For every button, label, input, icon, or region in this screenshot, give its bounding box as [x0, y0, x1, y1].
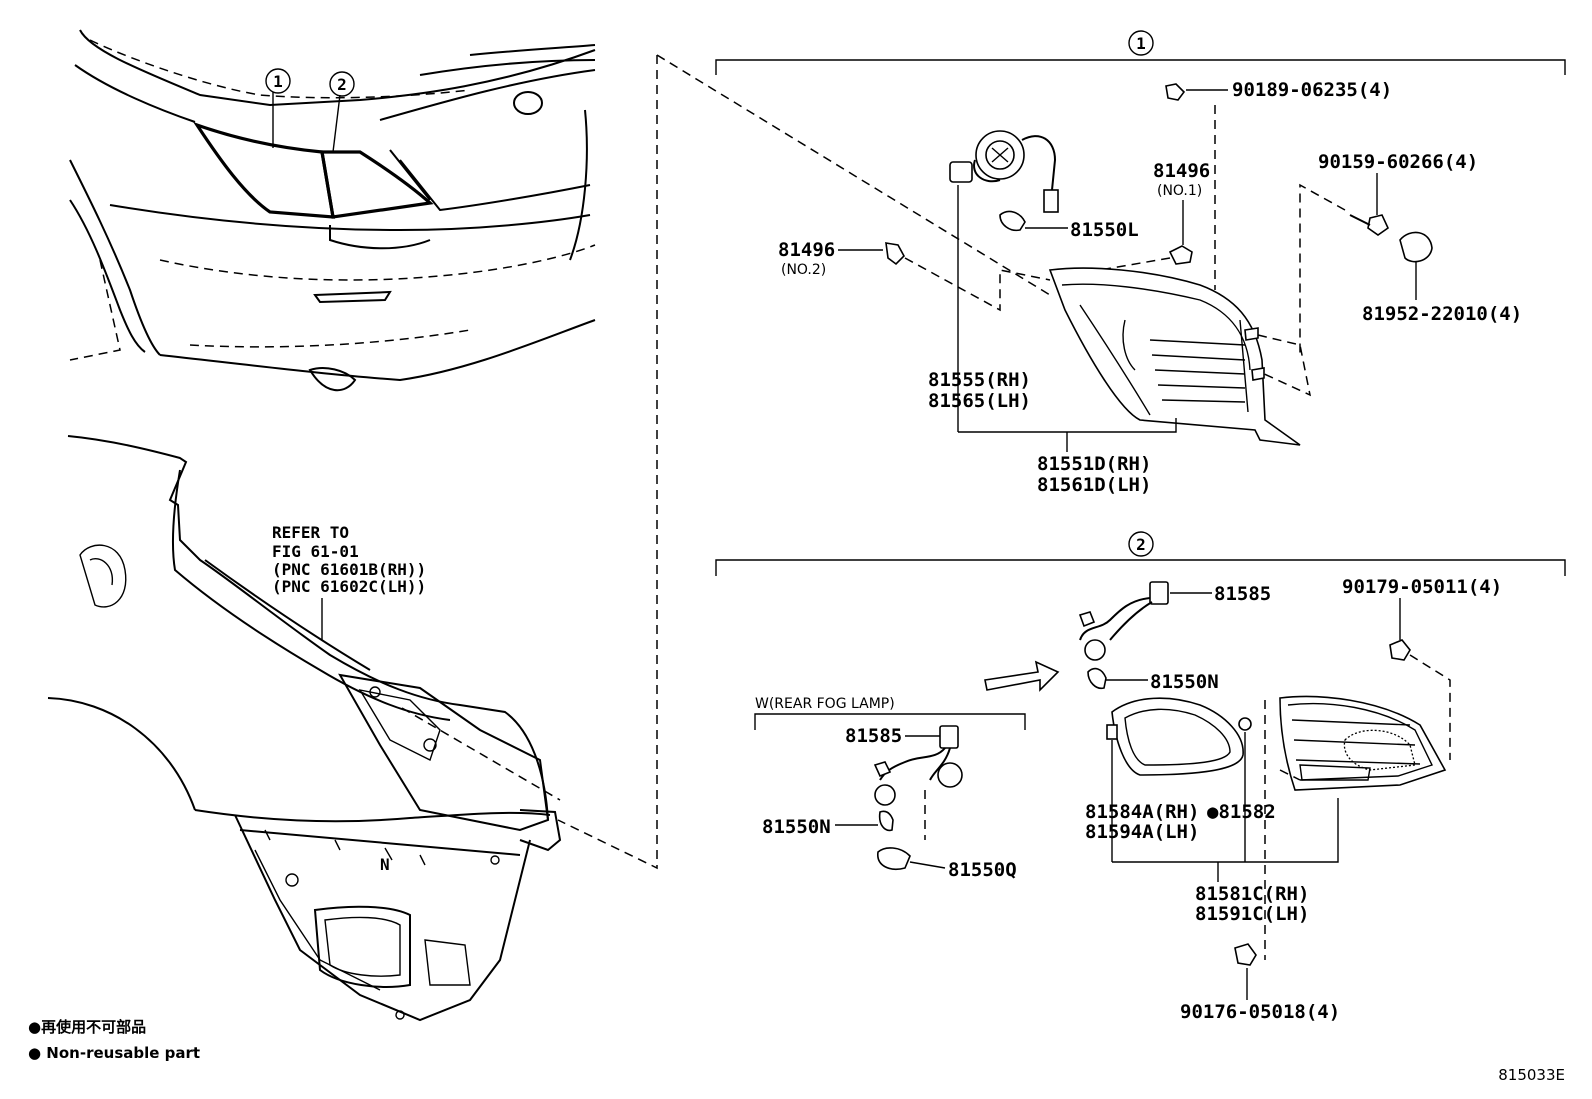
- refer-line-4: (PNC 61602C(LH)): [272, 577, 426, 596]
- group-2: 2 81585 81550N 90179-05011(4): [715, 531, 1566, 1023]
- label-81550L: 81550L: [1070, 219, 1139, 241]
- label-90176-05018: 90176-05018(4): [1180, 1001, 1340, 1023]
- group-1: 1 90189-06235(4) 81550L 81496 (NO.1) 814…: [715, 30, 1566, 496]
- rear-lamp-inner-81581C: [1279, 695, 1447, 791]
- car-rear-view: 1 2: [69, 29, 596, 392]
- rear-fog-lamp-group: W(REAR FOG LAMP) 81585 81550N 81550Q: [754, 696, 1026, 881]
- rear-combination-lamp-81551D: [1048, 267, 1301, 446]
- label-81581C-rh: 81581C(RH): [1195, 883, 1309, 905]
- callout-2: 2: [1136, 535, 1146, 554]
- label-81496-no2: 81496: [778, 239, 835, 261]
- refer-line-2: FIG 61-01: [272, 542, 359, 561]
- label-fog-81550N: 81550N: [762, 816, 831, 838]
- legend-en: ● Non-reusable part: [28, 1044, 200, 1062]
- label-81584A-rh: 81584A(RH): [1085, 801, 1199, 823]
- label-90179-05011: 90179-05011(4): [1342, 576, 1502, 598]
- refer-line-1: REFER TO: [272, 523, 349, 542]
- label-fog-81585: 81585: [845, 725, 902, 747]
- svg-text:N: N: [380, 855, 390, 874]
- legend: ●再使用不可部品 ● Non-reusable part: [28, 1018, 200, 1062]
- label-90159-60266: 90159-60266(4): [1318, 151, 1478, 173]
- label-81561D-lh: 81561D(LH): [1037, 474, 1151, 496]
- label-fog-81550Q: 81550Q: [948, 859, 1017, 881]
- label-81496-no2-sub: (NO.2): [781, 262, 826, 278]
- label-81565-lh: 81565(LH): [928, 390, 1031, 412]
- socket-wire-81555: [949, 130, 1059, 213]
- label-81496-no1-sub: (NO.1): [1157, 183, 1202, 199]
- label-81550N: 81550N: [1150, 671, 1219, 693]
- label-81594A-lh: 81594A(LH): [1085, 821, 1199, 843]
- label-81582: ●81582: [1207, 801, 1276, 823]
- label-81591C-lh: 81591C(LH): [1195, 903, 1309, 925]
- label-81555-rh: 81555(RH): [928, 369, 1031, 391]
- quarter-panel-view: N: [47, 435, 562, 1022]
- fog-lamp-title: W(REAR FOG LAMP): [755, 696, 895, 712]
- label-81496-no1: 81496: [1153, 160, 1210, 182]
- refer-line-3: (PNC 61601B(RH)): [272, 560, 426, 579]
- callout-2-car: 2: [337, 75, 347, 94]
- callout-1-car: 1: [273, 72, 283, 91]
- label-81952-22010: 81952-22010(4): [1362, 303, 1522, 325]
- diagram-id: 815033E: [1498, 1066, 1565, 1084]
- label-81585: 81585: [1214, 583, 1271, 605]
- refer-note: REFER TO FIG 61-01 (PNC 61601B(RH)) (PNC…: [272, 523, 426, 596]
- label-81551D-rh: 81551D(RH): [1037, 453, 1151, 475]
- connector-lines: [401, 54, 1051, 870]
- legend-jp: ●再使用不可部品: [28, 1018, 146, 1036]
- label-90189-06235: 90189-06235(4): [1232, 79, 1392, 101]
- callout-1: 1: [1136, 34, 1146, 53]
- socket-wire-81585: [1078, 581, 1169, 661]
